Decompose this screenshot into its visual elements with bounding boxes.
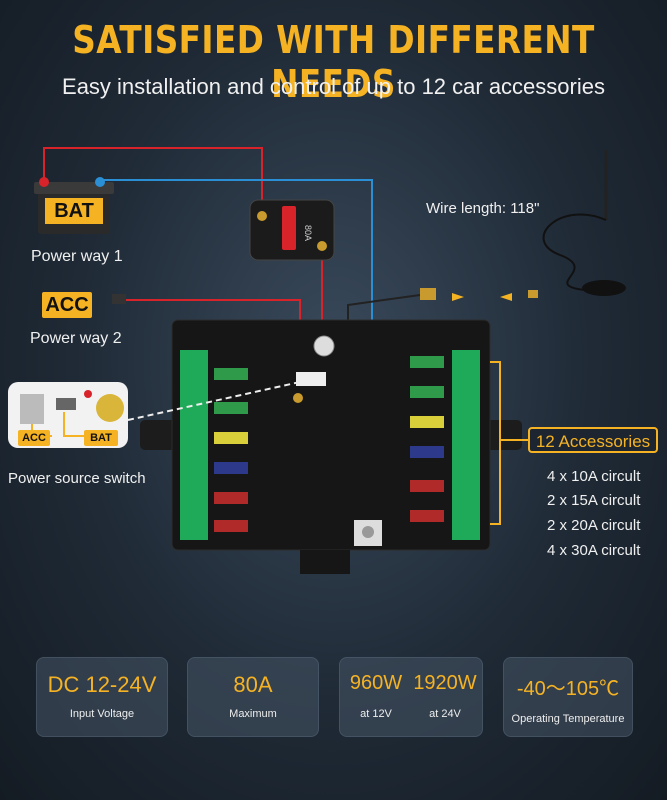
battery <box>34 177 114 234</box>
spec-caption: Operating Temperature <box>511 713 625 725</box>
spec-caption: Input Voltage <box>69 708 135 720</box>
switch-acc-label: ACC <box>18 430 50 446</box>
accessories-label: 12 Accessories <box>528 427 658 453</box>
spec-box-power: 960W at 12V 1920W at 24V <box>339 657 483 737</box>
switch-bat-label: BAT <box>84 430 118 446</box>
accessories-bracket <box>490 361 501 525</box>
circuit-item: 4 x 10A circult <box>547 468 641 485</box>
acc-fuse-tap <box>112 294 126 304</box>
spec-caption: Maximum <box>229 708 277 720</box>
antenna <box>420 150 626 301</box>
spec-box-current: 80A Maximum <box>187 657 319 737</box>
fuse-box <box>140 319 522 574</box>
wire-length-label: Wire length: 118" <box>426 200 540 217</box>
spec-value: DC 12-24V <box>47 672 157 697</box>
spec-value: 80A <box>233 672 273 697</box>
spec-value: 960W <box>349 672 403 694</box>
battery-label: BAT <box>54 200 94 222</box>
page-title: SATISFIED WITH DIFFERENT NEEDS <box>72 18 595 106</box>
acc-caption: Power way 2 <box>30 330 122 347</box>
spec-caption: at 12V <box>360 708 392 720</box>
circuit-breaker <box>249 199 335 261</box>
circuit-item: 4 x 30A circult <box>547 542 641 559</box>
circuit-item: 2 x 20A circult <box>547 517 641 534</box>
spec-value: 1920W <box>413 672 477 694</box>
spec-box-voltage: DC 12-24V Input Voltage <box>36 657 168 737</box>
circuit-item: 2 x 15A circult <box>547 492 641 509</box>
spec-caption: at 24V <box>429 708 461 720</box>
acc-label: ACC <box>42 292 92 318</box>
switch-caption: Power source switch <box>8 470 146 487</box>
battery-caption: Power way 1 <box>31 248 123 265</box>
page-subtitle: Easy installation and control of up to 1… <box>62 74 605 99</box>
spec-value: -40～105℃ <box>516 678 620 700</box>
spec-box-temperature: -40～105℃ Operating Temperature <box>503 657 633 737</box>
breaker-rating: 80A <box>303 224 314 242</box>
